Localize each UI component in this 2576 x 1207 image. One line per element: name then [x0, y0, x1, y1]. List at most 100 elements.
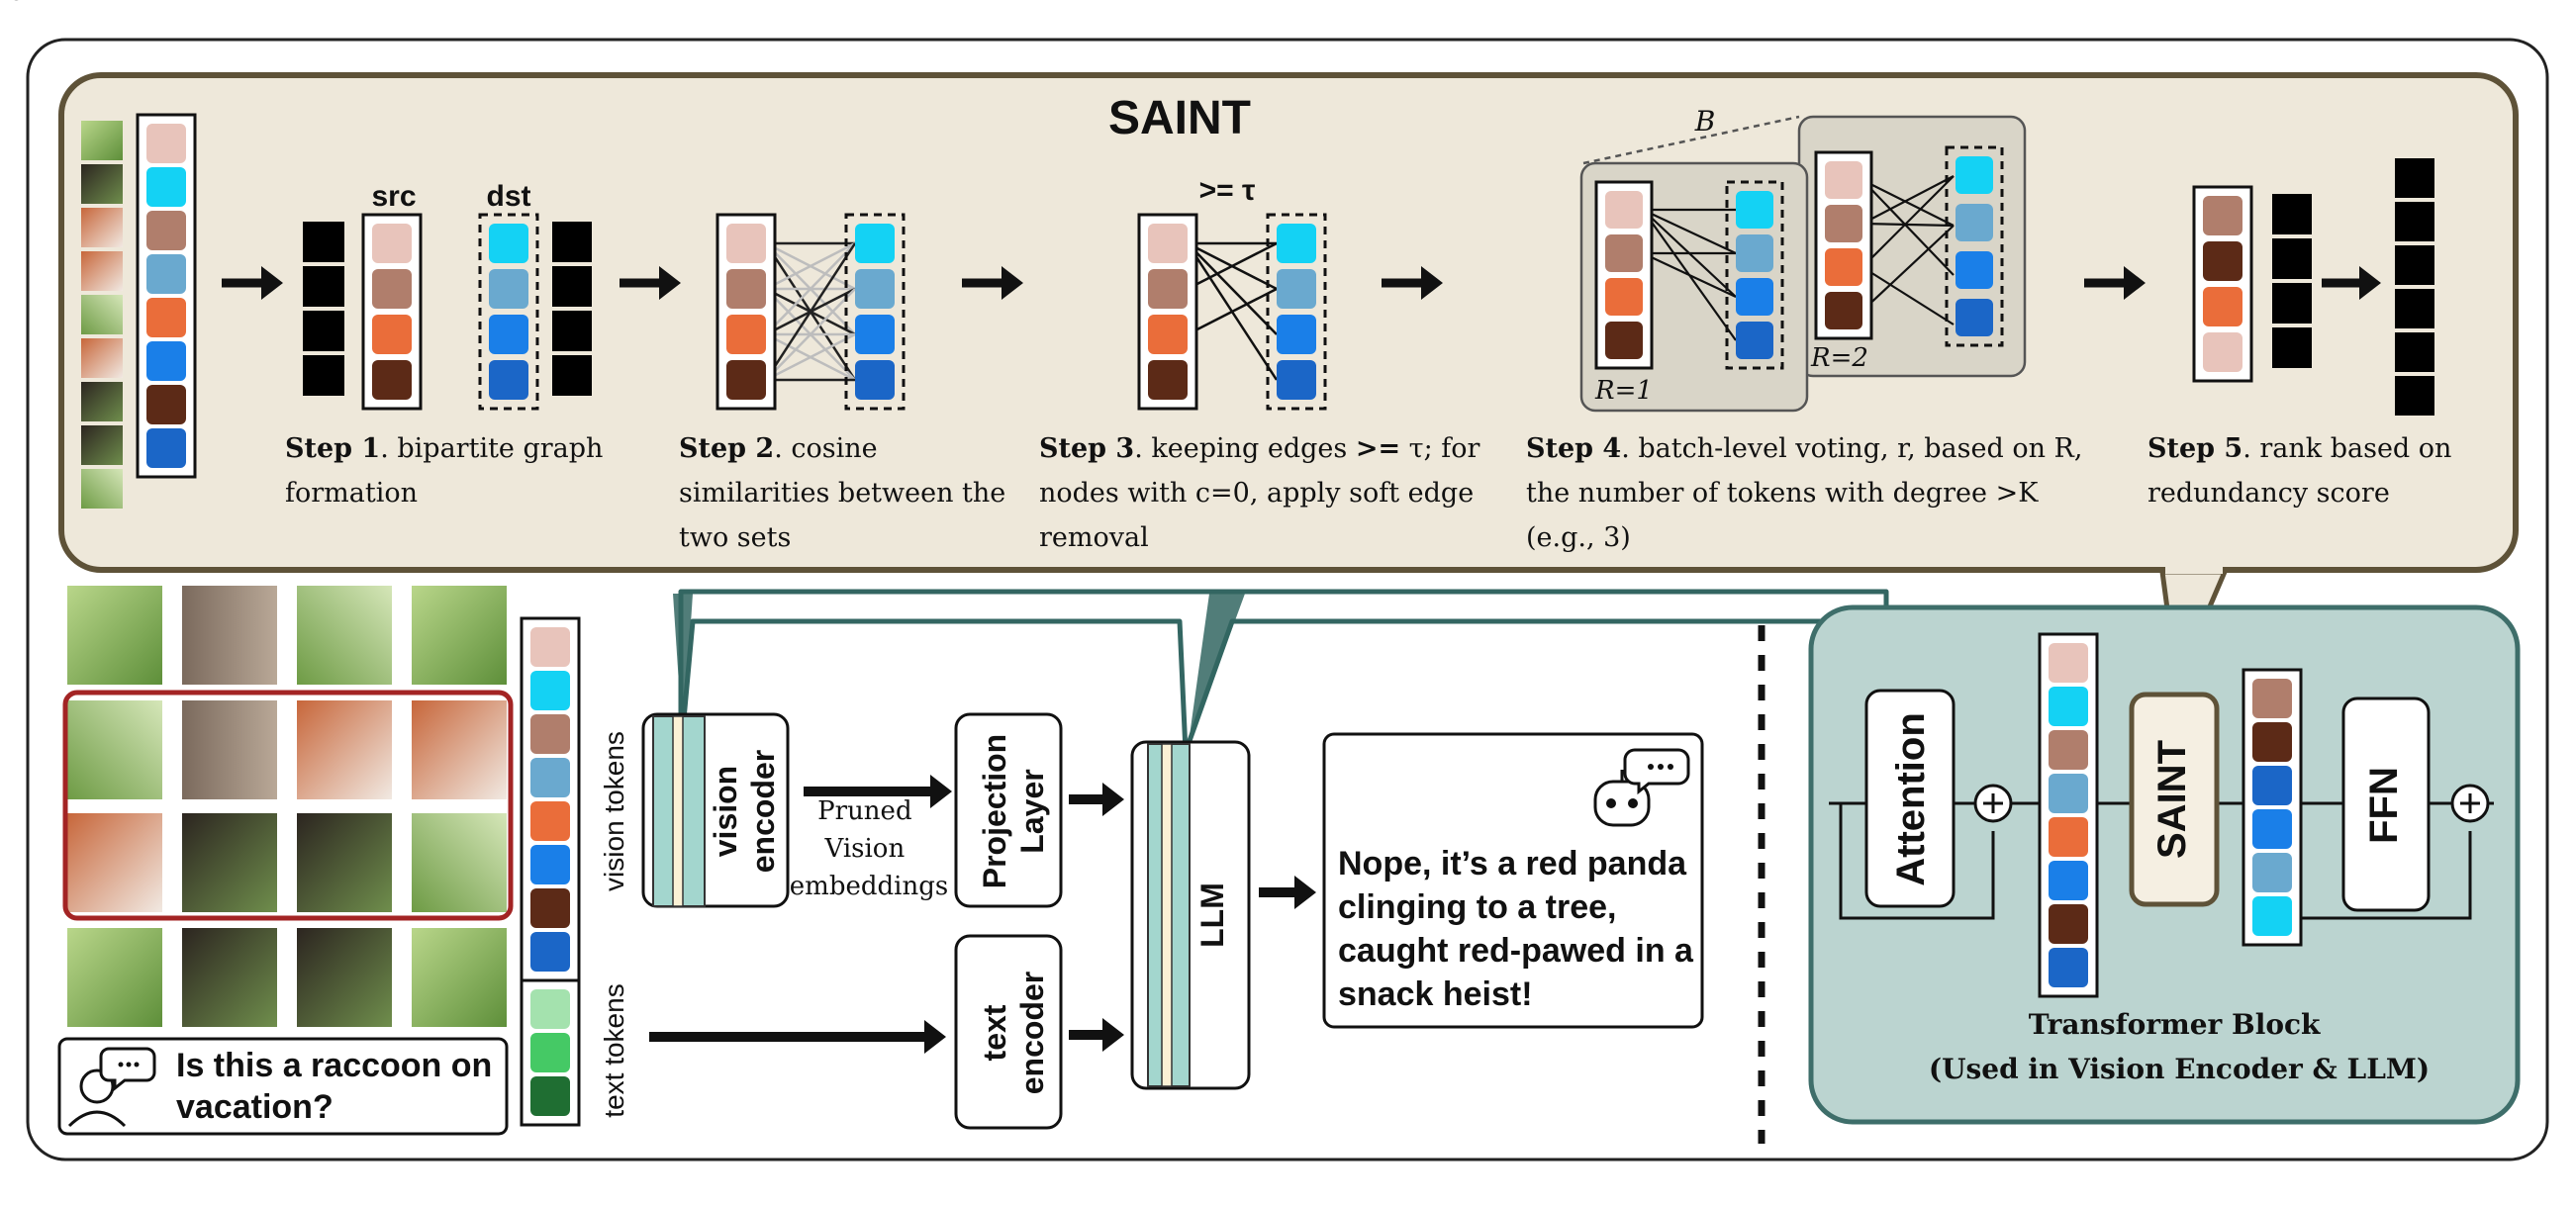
dst-token-set: [1945, 145, 2004, 347]
token: [2252, 766, 2292, 805]
image-patch: [81, 338, 123, 378]
token: [2252, 853, 2292, 892]
similarity-edge: [765, 332, 856, 382]
image-patch: [552, 222, 592, 262]
residual-path: [1839, 803, 1995, 920]
image-patch: [2272, 194, 2312, 234]
token: [372, 315, 412, 354]
token: [1277, 224, 1316, 263]
token: [530, 1033, 570, 1072]
token: [1825, 161, 1862, 199]
image-patch: [182, 813, 277, 912]
token: [726, 269, 766, 309]
arrow-head: [659, 266, 681, 300]
vision-encoder-label: vision: [0, 0, 46, 7]
image-patch: [67, 813, 162, 912]
token: [146, 124, 186, 163]
text-encoder-label: textencoder: [977, 972, 1050, 1094]
saint-module-box[interactable]: [2129, 692, 2220, 907]
token: [1736, 234, 1773, 272]
selected-region: [62, 690, 514, 921]
token: [530, 932, 570, 972]
image-patch: [412, 813, 507, 912]
step2-caption: Step 2. cosine similarities between the …: [679, 433, 1014, 553]
image-patch: [297, 813, 392, 912]
token: [1605, 234, 1643, 272]
token: [1605, 322, 1643, 359]
token: [2049, 774, 2088, 813]
dst-token-set: [1725, 180, 1784, 370]
llm-layer: [1161, 743, 1173, 1087]
robot-eye: [1628, 798, 1638, 808]
image-patch: [2395, 202, 2434, 241]
saint-title: SAINT: [1108, 92, 1251, 144]
token: [2049, 817, 2088, 857]
token: [146, 167, 186, 207]
robot-eye: [1606, 798, 1616, 808]
arrow-head: [1294, 876, 1316, 909]
kept-edge: [1642, 252, 1737, 298]
image-patch: [297, 928, 392, 1027]
token: [1605, 278, 1643, 316]
token: [1736, 278, 1773, 316]
speech-bubble: [1623, 748, 1690, 795]
text-encoder-box: [954, 934, 1063, 1130]
kept-edge: [1861, 222, 1955, 228]
token: [726, 224, 766, 263]
image-patch: [2395, 332, 2434, 372]
token: [2252, 722, 2292, 762]
vision-tokens-label: vision tokens: [599, 731, 629, 891]
image-patch: [2272, 238, 2312, 279]
token: [855, 360, 895, 400]
arrow-head: [2124, 266, 2146, 300]
image-patch: [81, 295, 123, 334]
kept-edge: [1861, 225, 1955, 312]
image-patch: [182, 586, 277, 685]
answer-text: Nope, it’s a red panda clinging to a tre…: [1338, 845, 1702, 1013]
kept-edge: [1861, 266, 1955, 325]
speech-bubble: [99, 1047, 156, 1092]
similarity-edge: [765, 241, 856, 291]
image-patch: [81, 469, 123, 509]
image-patch: [67, 928, 162, 1027]
batch-bracket: [1582, 115, 1800, 165]
token: [489, 315, 528, 354]
attention-box: [1864, 689, 1956, 908]
image-patch: [303, 222, 344, 262]
dot: [118, 1062, 124, 1068]
encoder-layer: [672, 715, 684, 907]
token: [530, 888, 570, 928]
question-text: Is this a raccoon on vacation?: [176, 1047, 502, 1126]
dot: [1658, 764, 1664, 770]
token: [530, 758, 570, 797]
saint-module-label: SAINT: [2150, 740, 2194, 859]
text-tokens-label: text tokens: [599, 983, 629, 1117]
arrow-head: [1421, 266, 1443, 300]
image-patch: [81, 208, 123, 247]
token: [1148, 269, 1188, 309]
token: [489, 224, 528, 263]
image-patch: [303, 311, 344, 351]
token: [530, 989, 570, 1029]
token: [1956, 156, 1993, 194]
token: [530, 714, 570, 754]
src-label: src: [371, 180, 416, 213]
token: [530, 671, 570, 710]
token: [372, 269, 412, 309]
token: [372, 360, 412, 400]
token: [1148, 224, 1188, 263]
image-patch: [2272, 283, 2312, 324]
ffn-box: [2341, 696, 2431, 912]
token: [726, 315, 766, 354]
token: [2252, 679, 2292, 718]
token: [2252, 809, 2292, 849]
token: [1956, 251, 1993, 289]
dst-token-set: [1266, 213, 1327, 411]
image-patch: [297, 700, 392, 799]
token: [2203, 196, 2242, 235]
image-patch: [552, 311, 592, 351]
ffn-label: FFN: [2362, 767, 2406, 844]
image-patch: [303, 266, 344, 307]
token: [146, 385, 186, 424]
token: [146, 254, 186, 294]
